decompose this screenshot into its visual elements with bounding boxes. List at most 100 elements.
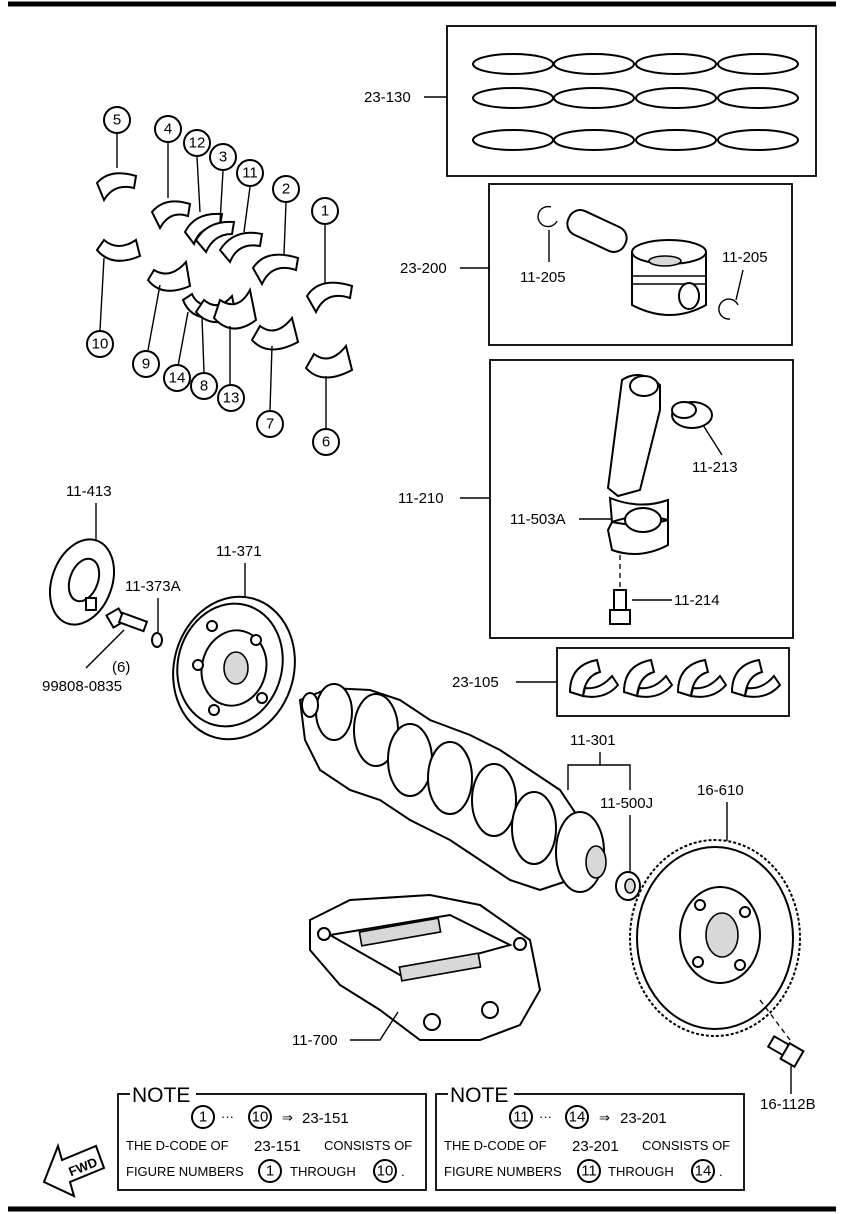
crankshaft-group[interactable]: 11-301	[298, 683, 631, 893]
note1-line2a: THE D-CODE OF	[126, 1138, 229, 1153]
rod-bolt	[609, 589, 631, 625]
callout-6: 6	[312, 428, 340, 456]
svg-text:4: 4	[164, 121, 172, 138]
note1-line2b: 23-151	[254, 1138, 301, 1155]
bolt-washer-group[interactable]: 11-373A (6) 99808-0835	[42, 578, 181, 695]
label-11-700: 11-700	[292, 1032, 338, 1049]
note1-line2c: CONSISTS OF	[324, 1138, 412, 1153]
balancer-unit-group[interactable]: 11-700	[292, 893, 542, 1049]
callout-10: 10	[86, 330, 114, 358]
svg-text:5: 5	[113, 112, 121, 129]
note2-code: 23-201	[620, 1110, 667, 1127]
bearing-shell-3	[194, 220, 236, 254]
label-11-214: 11-214	[674, 592, 720, 609]
note2-arrow: ⇒	[599, 1110, 610, 1125]
main-bearings-group[interactable]: 1 2 3 4 5 6 7 8 9 10 11 12 13 14	[86, 106, 354, 456]
callout-11: 11	[236, 159, 264, 187]
svg-text:1: 1	[321, 203, 329, 220]
svg-text:1: 1	[266, 1163, 274, 1180]
svg-text:6: 6	[322, 434, 330, 451]
svg-text:8: 8	[200, 378, 208, 395]
pulse-plate-group[interactable]: 11-413	[39, 483, 125, 634]
snap-ring-left	[537, 205, 558, 228]
rod-bearing-set-group[interactable]: 23-105	[452, 647, 790, 717]
note2-line2c: CONSISTS OF	[642, 1138, 730, 1153]
washer	[151, 632, 163, 648]
label-11-205-left: 11-205	[520, 269, 566, 286]
note2-line3b: THROUGH	[608, 1164, 674, 1179]
flywheel-bolt	[766, 1034, 805, 1069]
label-99808-0835: 99808-0835	[42, 678, 122, 695]
bearing-shell-6	[304, 343, 354, 379]
callout-9: 9	[132, 350, 160, 378]
svg-text:3: 3	[219, 149, 227, 166]
fwd-arrow-icon: FWD	[42, 1142, 106, 1198]
bearing-shell-4	[150, 200, 192, 231]
label-16-610: 16-610	[697, 782, 744, 799]
rod-bearing-3	[676, 658, 728, 698]
pulley-bolt	[105, 607, 149, 633]
note1-arrow: ⇒	[282, 1110, 293, 1125]
callout-3: 3	[209, 143, 237, 171]
note1-from: 1	[199, 1109, 207, 1126]
callout-5: 5	[103, 106, 131, 134]
note2-line3c: .	[719, 1164, 723, 1179]
label-11-503a: 11-503A	[510, 511, 566, 528]
note1-code: 23-151	[302, 1110, 349, 1127]
label-11-500j: 11-500J	[600, 795, 653, 812]
bearing-shell-10	[95, 238, 142, 262]
bearing-shell-11	[218, 231, 264, 264]
bearing-shell-1	[305, 281, 354, 315]
bushing	[671, 401, 713, 429]
note2-line2a: THE D-CODE OF	[444, 1138, 547, 1153]
balancer-unit	[309, 893, 542, 1041]
note2-from: 11	[513, 1109, 529, 1126]
note1-line3c: .	[401, 1164, 405, 1179]
svg-text:11: 11	[242, 165, 258, 182]
flywheel-bolt-group[interactable]: 16-112B	[760, 1034, 816, 1113]
callout-1: 1	[311, 197, 339, 225]
callout-8: 8	[190, 372, 218, 400]
piston-ring-set-2	[553, 53, 635, 151]
note-box-2: NOTE 11 ··· 14 ⇒ 23-201 THE D-CODE OF 23…	[435, 1084, 745, 1191]
note2-line2b: 23-201	[572, 1138, 619, 1155]
svg-text:10: 10	[377, 1163, 394, 1180]
crankshaft	[298, 683, 607, 893]
label-11-205-right: 11-205	[722, 249, 768, 266]
note2-line3a: FIGURE NUMBERS	[444, 1164, 562, 1179]
bearing-shell-13	[212, 287, 258, 330]
bearing-shell-5	[95, 172, 138, 203]
note2-dots: ···	[539, 1109, 552, 1124]
note1-to: 10	[252, 1109, 269, 1126]
svg-text:13: 13	[223, 390, 240, 407]
callout-14: 14	[163, 364, 191, 392]
label-23-200: 23-200	[400, 260, 447, 277]
callout-12: 12	[183, 129, 211, 157]
rod-bearing-1	[568, 658, 620, 698]
label-23-105: 23-105	[452, 674, 499, 691]
note2-title: NOTE	[450, 1084, 508, 1107]
note2-to: 14	[569, 1109, 586, 1126]
connecting-rod	[606, 374, 669, 555]
piston-group[interactable]: 23-200 11-205 11-205	[400, 183, 793, 346]
crank-pulley-group[interactable]: 11-371	[157, 543, 310, 753]
svg-text:12: 12	[189, 135, 206, 152]
connecting-rod-group[interactable]: 11-210 11-213 11-503A 11-214	[398, 359, 794, 639]
rod-bearing-4	[730, 658, 782, 698]
note1-dots: ···	[221, 1109, 234, 1124]
label-11-301: 11-301	[570, 732, 616, 749]
snap-ring-right	[718, 298, 739, 320]
piston-pin	[566, 209, 628, 253]
bearing-shell-9	[146, 259, 192, 292]
note1-line3b: THROUGH	[290, 1164, 356, 1179]
label-11-413: 11-413	[66, 483, 112, 500]
piston-rings-group[interactable]: 23-130	[364, 25, 817, 177]
pilot-bearing-group[interactable]: 11-500J	[600, 795, 653, 901]
flywheel-group[interactable]: 16-610	[629, 782, 801, 1041]
bearing-shell-7	[250, 315, 300, 351]
label-16-112b: 16-112B	[760, 1096, 816, 1113]
note1-title: NOTE	[132, 1084, 190, 1107]
note-box-1: NOTE 1 ··· 10 ⇒ 23-151 THE D-CODE OF 23-…	[117, 1084, 427, 1191]
piston-ring-set-1	[472, 53, 554, 151]
